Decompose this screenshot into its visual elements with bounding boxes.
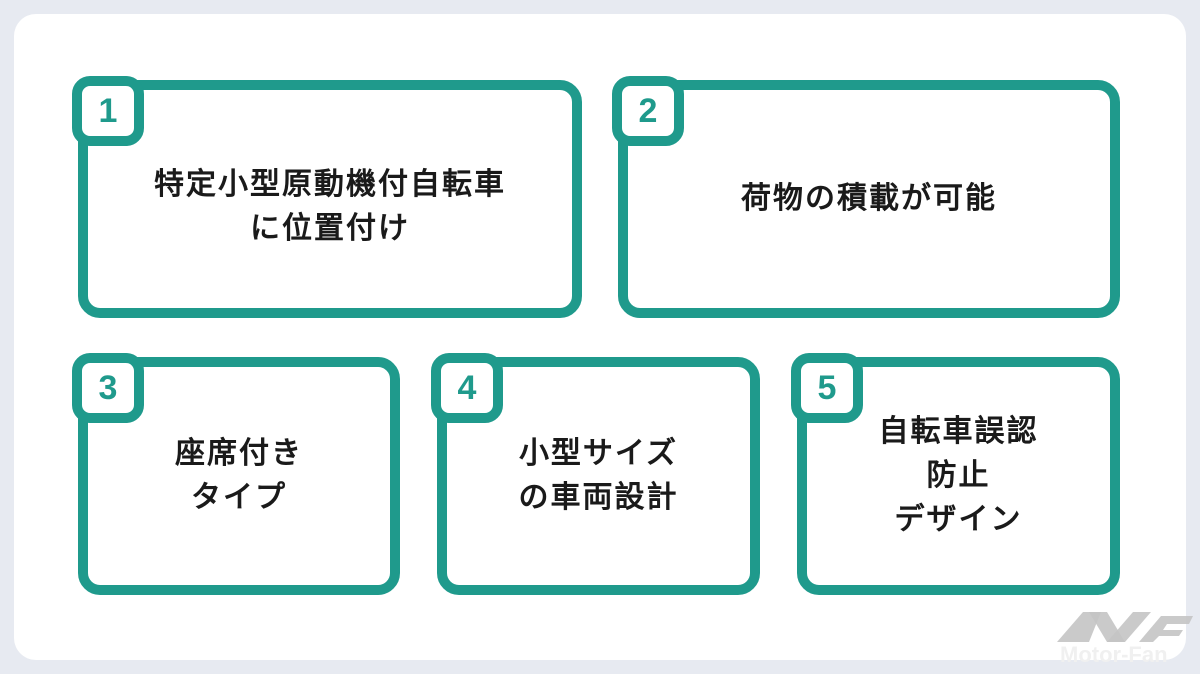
feature-text: 特定小型原動機付自転車 に位置付け xyxy=(154,167,506,246)
feature-box-1: 1 特定小型原動機付自転車 に位置付け xyxy=(72,76,582,318)
motorfan-logo-watermark xyxy=(1057,612,1193,642)
number-badge: 5 xyxy=(791,353,863,423)
number-badge: 2 xyxy=(612,76,684,146)
feature-box-5: 5 自転車誤認 防止 デザイン xyxy=(791,353,1120,595)
feature-box-2: 2 荷物の積載が可能 xyxy=(612,76,1120,318)
watermark-text: Motor-Fan xyxy=(1060,642,1168,667)
number-badge: 3 xyxy=(72,353,144,423)
feature-box-4: 4 小型サイズ の車両設計 xyxy=(431,353,760,595)
feature-text: 自転車誤認 防止 デザイン xyxy=(878,414,1039,537)
number-badge: 1 xyxy=(72,76,144,146)
feature-text: 小型サイズ の車両設計 xyxy=(518,436,679,515)
feature-text: 座席付き タイプ xyxy=(175,436,303,515)
feature-box-3: 3 座席付き タイプ xyxy=(72,353,400,595)
number-badge: 4 xyxy=(431,353,503,423)
feature-text: 荷物の積載が可能 xyxy=(741,181,997,216)
